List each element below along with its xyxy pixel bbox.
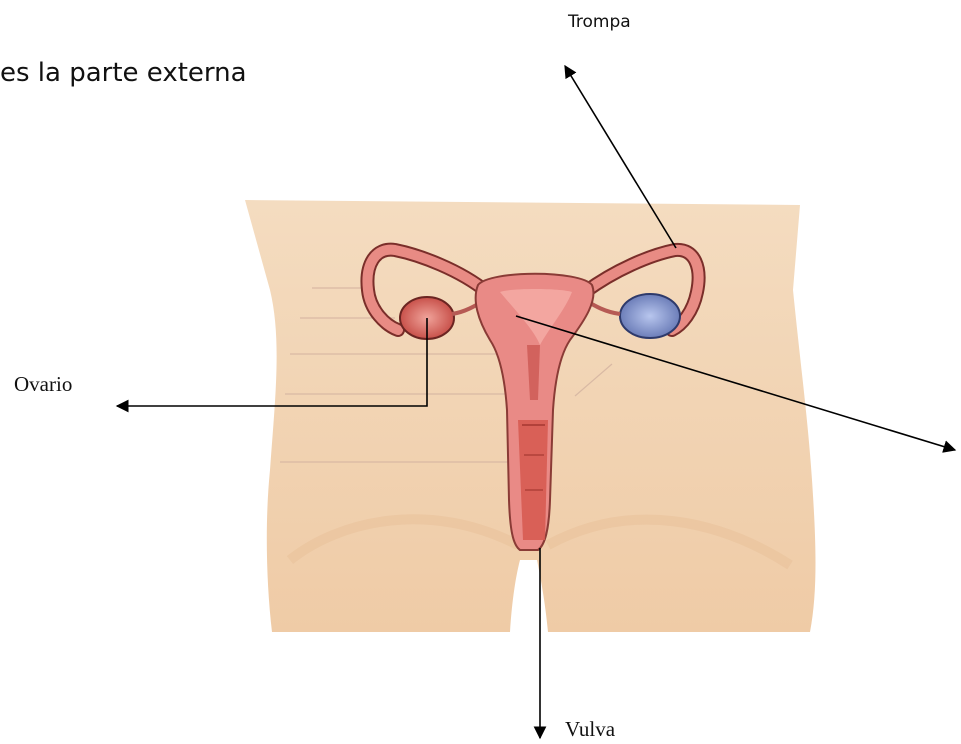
ovary-right [620,294,680,338]
